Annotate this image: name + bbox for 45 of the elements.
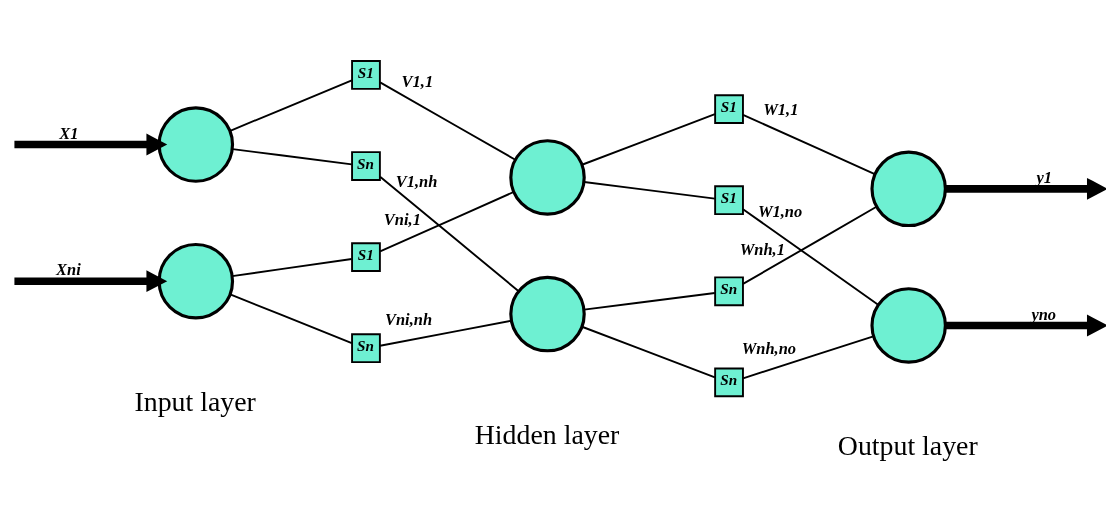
node-box: Sn (714, 367, 744, 397)
connector (583, 180, 716, 199)
node-box: S1 (714, 184, 744, 215)
connector (581, 112, 716, 166)
edge-label: W1,no (757, 201, 803, 221)
edge-label: Wnh,no (741, 338, 797, 358)
edge-label: Vni,nh (385, 309, 433, 329)
connector (583, 291, 716, 310)
node-circle (870, 286, 947, 364)
edge-label: Xni (56, 259, 81, 279)
arrow (945, 177, 1106, 200)
connector (231, 257, 353, 277)
node-box: Sn (351, 332, 381, 363)
connector (229, 78, 353, 132)
node-circle (870, 150, 947, 227)
connector (379, 80, 517, 161)
edge-label: V1,1 (401, 71, 434, 91)
connector (379, 319, 513, 347)
edge-label: Wnh,1 (739, 239, 785, 259)
connector (379, 190, 515, 252)
label: Hidden layer (474, 418, 620, 450)
label: Output layer (837, 429, 978, 461)
node-box: S1 (351, 59, 381, 90)
arrow (945, 314, 1106, 336)
node-circle (509, 138, 586, 216)
node-circle (157, 105, 235, 183)
label: Input layer (134, 385, 256, 417)
connector (742, 113, 876, 175)
connector (231, 147, 353, 165)
connector (742, 207, 880, 306)
node-circle (509, 275, 586, 352)
edge-label: Vni,1 (383, 209, 421, 229)
node-box: S1 (351, 241, 381, 272)
node-circle (157, 242, 235, 319)
node-box: Sn (351, 150, 381, 181)
node-box: S1 (714, 93, 744, 124)
edge-label: V1,nh (395, 171, 438, 191)
edge-label: X1 (59, 123, 79, 143)
connector (742, 334, 875, 379)
connector (581, 325, 716, 378)
edge-label: W1,1 (763, 99, 799, 119)
node-box: Sn (714, 275, 744, 306)
connector (742, 205, 878, 285)
connector (379, 175, 520, 292)
connector (229, 293, 353, 344)
